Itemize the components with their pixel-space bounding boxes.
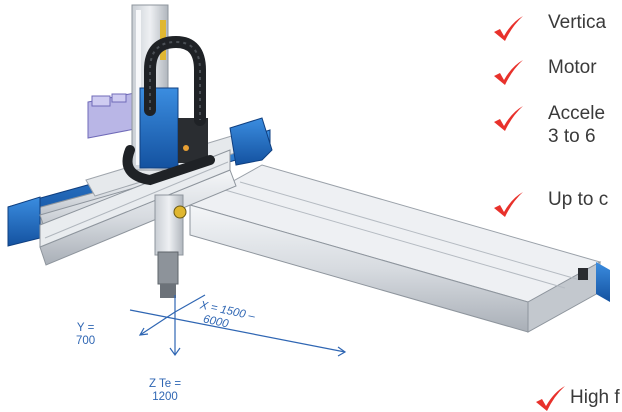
check-icon — [536, 386, 565, 411]
check-icon — [494, 192, 523, 217]
end-sensor — [578, 268, 588, 280]
axis-cross — [129, 294, 347, 357]
feature-item-2: Motor — [548, 57, 597, 78]
check-icon — [494, 106, 523, 131]
z-axis-label: Z Te = 1200 — [149, 378, 182, 403]
y-axis-label: Y = 700 — [76, 322, 96, 347]
feature-item-1: Vertica — [548, 12, 607, 33]
tool-head — [154, 194, 187, 298]
feature-item-5: High f — [570, 387, 620, 408]
x-rail-end-cap — [596, 262, 610, 302]
feature-item-4: Up to c — [548, 189, 609, 210]
drag-chain-lower — [122, 145, 215, 186]
check-icon — [494, 16, 523, 41]
x-axis-rail — [188, 164, 610, 333]
feature-item-3: Accele 3 to 6 — [548, 103, 606, 147]
check-icon — [494, 60, 523, 85]
